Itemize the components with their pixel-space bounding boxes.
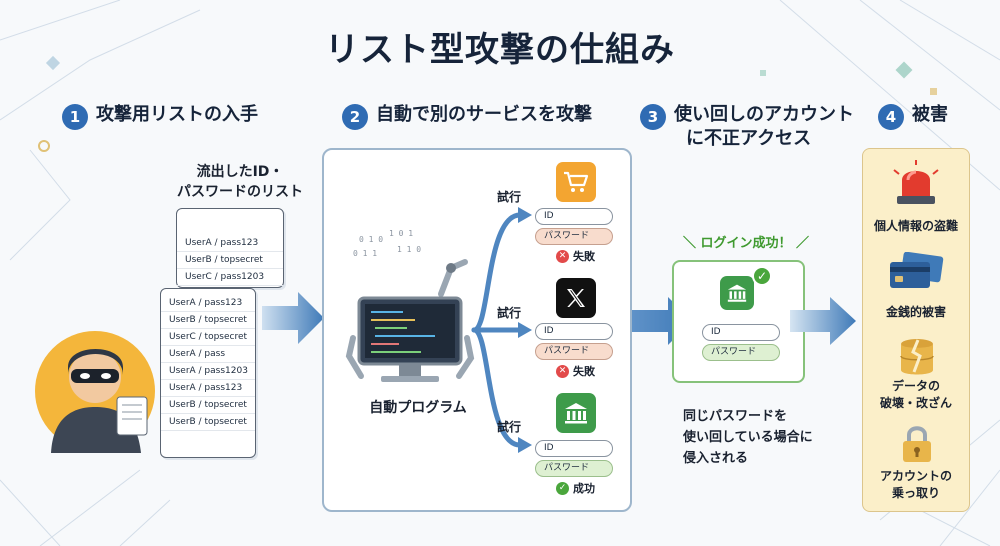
list-item: UserB / topsecret [161, 397, 255, 414]
damage-label: 金銭的被害 [862, 304, 970, 321]
credit-card-icon [890, 252, 944, 288]
step-label: 自動で別のサービスを攻撃 [376, 104, 592, 125]
flow-arrow-1 [262, 292, 324, 344]
list-item: UserA / pass [161, 346, 255, 363]
step-3-header: 3 使い回しのアカウント に不正アクセス [640, 103, 854, 151]
x-mark-icon: ✕ [556, 249, 569, 263]
reuse-note: 同じパスワードを 使い回している場合に 侵入される [683, 406, 843, 469]
page-title: リスト型攻撃の仕組み [325, 30, 675, 70]
password-field: パスワード [535, 343, 613, 360]
reuse-note-line2: 使い回している場合に [683, 430, 813, 445]
list-item: UserC / pass1203 [177, 269, 283, 286]
damage-label-line1: 金銭的被害 [885, 305, 946, 319]
bank-icon [720, 276, 754, 310]
damage-label-line1: 個人情報の盗難 [873, 219, 958, 233]
binary-text: 0 1 0 [359, 235, 383, 244]
id-field: ID [702, 324, 780, 341]
program-label: 自動プログラム [369, 400, 467, 416]
step-label-line1: 使い回しのアカウント [674, 104, 854, 125]
leaked-list-front-sheet: UserA / pass123 UserB / topsecret UserC … [160, 288, 256, 458]
step-label-line2: に不正アクセス [686, 128, 812, 149]
reuse-note-line1: 同じパスワードを [683, 409, 788, 424]
password-field: パスワード [702, 344, 780, 361]
binary-text: 1 0 1 [389, 229, 413, 238]
result-label: 成功 [573, 482, 595, 495]
damage-label-line2: 乗っ取り [891, 486, 940, 500]
hacker-icon [35, 331, 155, 453]
step-number: 3 [640, 104, 666, 130]
list-item: UserA / pass123 [161, 380, 255, 397]
step-1-header: 1 攻撃用リストの入手 [62, 103, 258, 130]
damage-label-line1: データの [891, 379, 940, 393]
list-item: UserC / topsecret [161, 329, 255, 346]
step-2-header: 2 自動で別のサービスを攻撃 [342, 103, 592, 130]
step-4-header: 4 被害 [878, 103, 948, 130]
shopping-cart-icon [556, 162, 596, 202]
siren-icon [893, 160, 939, 204]
check-mark-icon: ✓ [556, 481, 569, 495]
result-label: 失敗 [573, 365, 595, 378]
damage-label: 個人情報の盗難 [862, 218, 970, 235]
step-number: 1 [62, 104, 88, 130]
leaked-list-label-line1: 流出したID・ [196, 164, 284, 180]
damage-label-line1: アカウントの [879, 469, 952, 483]
step-label: 攻撃用リストの入手 [96, 104, 258, 125]
list-item: UserA / pass123 [161, 295, 255, 312]
x-mark-icon: ✕ [556, 364, 569, 378]
leaked-list-label: 流出したID・ パスワードのリスト [160, 162, 320, 202]
leaked-list-label-line2: パスワードのリスト [177, 184, 303, 200]
leaked-list-back-sheet: UserA / pass123 UserB / topsecret UserC … [176, 208, 284, 288]
result-failure: ✕ 失敗 [556, 363, 595, 379]
try-label: 試行 [497, 420, 522, 434]
damage-label-line2: 破壊・改ざん [879, 396, 952, 410]
result-failure: ✕ 失敗 [556, 248, 595, 264]
binary-text: 0 1 1 [353, 249, 377, 258]
id-field: ID [535, 323, 613, 340]
bank-icon [556, 393, 596, 433]
step-label: 被害 [912, 104, 948, 125]
damage-label: データの 破壊・改ざん [862, 378, 970, 412]
result-success: ✓ 成功 [556, 480, 595, 496]
step-label: 使い回しのアカウント に不正アクセス [674, 103, 854, 151]
step-number: 4 [878, 104, 904, 130]
step-number: 2 [342, 104, 368, 130]
password-field: パスワード [535, 460, 613, 477]
check-mark-icon: ✓ [752, 266, 772, 286]
broken-database-icon [900, 339, 934, 375]
reuse-note-line3: 侵入される [683, 451, 749, 466]
list-item: UserB / topsecret [177, 252, 283, 269]
result-label: 失敗 [573, 250, 595, 263]
try-label: 試行 [497, 306, 522, 320]
robot-computer-icon: 0 1 0 1 0 1 0 1 1 1 1 0 [345, 229, 475, 382]
password-field: パスワード [535, 228, 613, 245]
try-label: 試行 [497, 190, 522, 204]
id-field: ID [535, 440, 613, 457]
padlock-icon [903, 426, 931, 462]
list-item: UserA / pass1203 [161, 363, 255, 380]
login-success-label: ＼ ログイン成功！ ／ [682, 236, 810, 251]
id-field: ID [535, 208, 613, 225]
branch-arrows [471, 207, 532, 453]
binary-text: 1 1 0 [397, 245, 421, 254]
flow-arrow-3 [790, 297, 856, 345]
x-logo-icon [556, 278, 596, 318]
list-item: UserB / topsecret [161, 312, 255, 329]
list-item: UserB / topsecret [161, 414, 255, 431]
damage-label: アカウントの 乗っ取り [862, 468, 970, 502]
list-item: UserA / pass123 [177, 235, 283, 252]
